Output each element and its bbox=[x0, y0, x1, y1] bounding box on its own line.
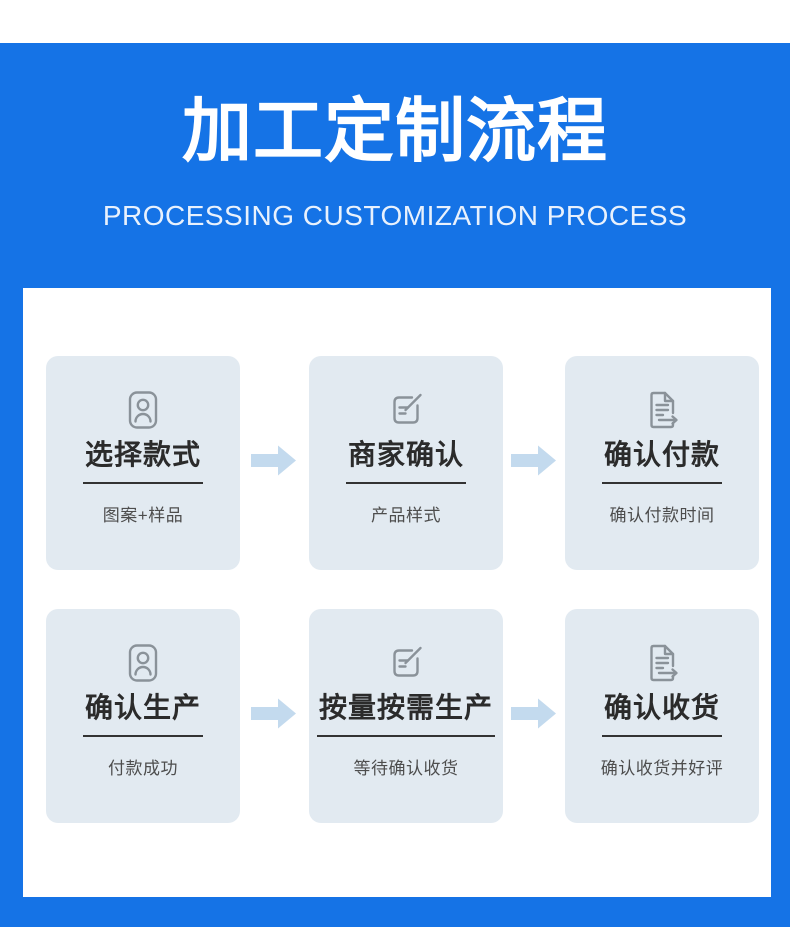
arrow-right-icon bbox=[251, 697, 297, 730]
step-card-1: 选择款式 图案+样品 bbox=[46, 356, 240, 570]
document-arrow-icon bbox=[645, 389, 679, 431]
edit-icon bbox=[389, 389, 423, 431]
step-subtitle: 确认收货并好评 bbox=[600, 759, 724, 779]
page-title: 加工定制流程 bbox=[182, 92, 608, 170]
step-subtitle: 产品样式 bbox=[371, 506, 441, 526]
id-card-icon bbox=[126, 642, 160, 684]
step-subtitle: 付款成功 bbox=[108, 759, 178, 779]
edit-icon bbox=[389, 642, 423, 684]
arrow-right-icon bbox=[251, 444, 297, 477]
step-title: 按量按需生产 bbox=[316, 692, 495, 738]
step-card-5: 按量按需生产 等待确认收货 bbox=[309, 609, 503, 823]
step-subtitle: 确认付款时间 bbox=[609, 506, 715, 526]
step-subtitle: 等待确认收货 bbox=[353, 759, 459, 779]
top-white-strip bbox=[0, 0, 790, 43]
step-title: 商家确认 bbox=[345, 439, 466, 485]
step-subtitle: 图案+样品 bbox=[102, 506, 184, 526]
process-panel: 选择款式 图案+样品 商家确认 产品样式 bbox=[23, 288, 771, 897]
arrow-right-icon bbox=[511, 697, 557, 730]
step-title: 选择款式 bbox=[82, 439, 203, 485]
step-title: 确认付款 bbox=[601, 439, 722, 485]
id-card-icon bbox=[126, 389, 160, 431]
step-title: 确认生产 bbox=[82, 692, 203, 738]
step-card-6: 确认收货 确认收货并好评 bbox=[565, 609, 759, 823]
step-card-2: 商家确认 产品样式 bbox=[309, 356, 503, 570]
step-title: 确认收货 bbox=[601, 692, 722, 738]
step-card-3: 确认付款 确认付款时间 bbox=[565, 356, 759, 570]
document-arrow-icon bbox=[645, 642, 679, 684]
arrow-right-icon bbox=[511, 444, 557, 477]
step-card-4: 确认生产 付款成功 bbox=[46, 609, 240, 823]
page-subtitle: PROCESSING CUSTOMIZATION PROCESS bbox=[102, 199, 688, 231]
